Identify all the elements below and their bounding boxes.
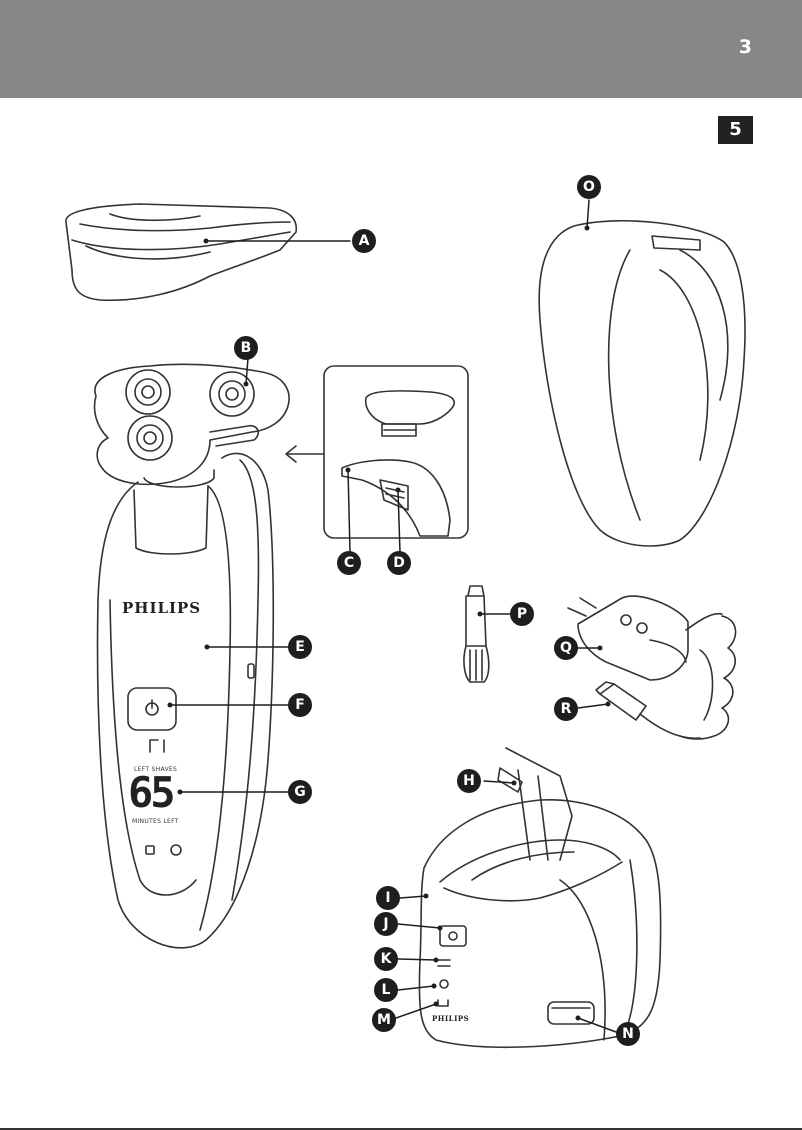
travel-pouch: [538, 219, 746, 547]
callout-n: N: [616, 1022, 640, 1046]
callout-b: B: [234, 336, 258, 360]
callout-o: O: [577, 175, 601, 199]
protection-cap: [65, 203, 298, 302]
callout-j: J: [374, 912, 398, 936]
cleaning-brush: [463, 585, 490, 683]
callout-e: E: [288, 635, 312, 659]
callout-m: M: [372, 1008, 396, 1032]
callout-r: R: [554, 697, 578, 721]
leader-lines: [169, 199, 617, 1033]
callout-d: D: [387, 551, 411, 575]
station-brand: PHILIPS: [432, 1014, 470, 1023]
callout-a: A: [352, 229, 376, 253]
adapter: [567, 595, 737, 740]
callout-l: L: [374, 978, 398, 1002]
detail-inset: [285, 365, 469, 539]
callout-f: F: [288, 693, 312, 717]
page-number: 3: [738, 36, 752, 58]
callout-h: H: [457, 769, 481, 793]
shaver-display-digits: 65: [128, 768, 176, 817]
callout-q: Q: [554, 636, 578, 660]
appliance-plug: [595, 681, 701, 740]
callout-g: G: [288, 780, 312, 804]
display-top-text: LEFT SHAVES: [134, 766, 178, 773]
header-band: [0, 0, 802, 98]
callout-k: K: [374, 947, 398, 971]
figure-number-badge: 5: [718, 116, 753, 144]
shaving-unit: [93, 363, 290, 488]
display-bottom-text: MINUTES LEFT: [132, 818, 179, 825]
bottom-rule: [0, 1128, 802, 1130]
callout-c: C: [337, 551, 361, 575]
cleaning-station: [418, 747, 662, 1049]
callout-i: I: [376, 886, 400, 910]
shaver-brand: PHILIPS: [122, 599, 202, 617]
shaver-body: [96, 452, 275, 949]
callout-p: P: [510, 602, 534, 626]
